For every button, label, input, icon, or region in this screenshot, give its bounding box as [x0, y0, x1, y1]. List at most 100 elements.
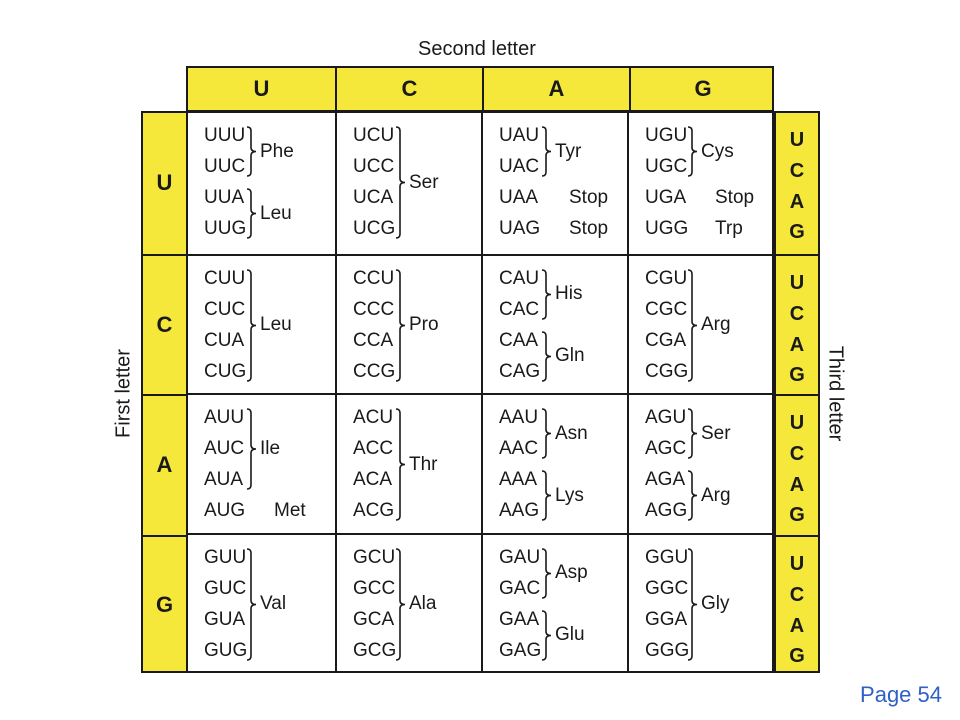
codon: UGA [645, 187, 687, 208]
brace-icon [395, 547, 406, 661]
codon: AUU [204, 407, 245, 428]
amino-acid-label: Leu [260, 314, 292, 335]
brace-icon [687, 268, 698, 382]
codon: GCC [353, 577, 396, 599]
codon: UAA [499, 187, 539, 208]
third-letter: U [789, 412, 805, 434]
codon: AAU [499, 407, 539, 428]
codon: AGG [645, 500, 688, 521]
amino-acid-label: Met [274, 500, 306, 521]
third-letter: G [789, 504, 805, 526]
third-letter: G [789, 221, 805, 243]
codon: UUG [204, 218, 247, 239]
brace-icon [246, 408, 257, 490]
brace-icon [395, 408, 406, 521]
codon: AGU [645, 407, 687, 428]
first-letter-title: First letter [112, 349, 135, 438]
codon: UGC [645, 156, 688, 177]
amino-acid-label: His [555, 283, 583, 304]
codon: UCG [353, 218, 396, 239]
codon: CAG [499, 360, 541, 382]
second-letter-a: A [482, 68, 629, 110]
amino-acid-label: Tyr [555, 140, 582, 162]
codon: AGC [645, 438, 687, 459]
codon: AGA [645, 469, 686, 490]
brace-icon [541, 330, 552, 382]
amino-acid-label: Trp [715, 218, 743, 239]
codon: GCU [353, 546, 396, 568]
third-letter-title: Third letter [824, 345, 847, 442]
codon: GAA [499, 608, 540, 630]
amino-acid-label: Asn [555, 422, 588, 444]
amino-acid-label: Arg [701, 484, 731, 506]
codon: UUA [204, 187, 245, 208]
codon: GUG [204, 639, 248, 661]
codon: UCU [353, 125, 395, 146]
second-letter-g: G [629, 68, 775, 110]
page-number: Page 54 [860, 682, 942, 707]
codon: UAC [499, 156, 540, 177]
codon: CAU [499, 267, 540, 289]
codon: CAC [499, 298, 540, 320]
amino-acid-label: Ile [260, 438, 281, 459]
codon: ACU [353, 407, 394, 428]
first-letter-a: A [143, 394, 186, 535]
first-letter-column: U C A G [141, 111, 188, 673]
codon: GAG [499, 639, 542, 661]
amino-acid-label: Arg [701, 314, 731, 335]
codon: GUC [204, 577, 247, 599]
amino-acid-label: Lys [555, 484, 584, 506]
codon: GGC [645, 577, 689, 599]
amino-acid-label: Glu [555, 624, 585, 645]
codon: GCA [353, 608, 395, 630]
codon: CUC [204, 298, 246, 320]
first-letter-u: U [156, 170, 173, 196]
codon: CCC [353, 298, 395, 320]
codon: AUG [204, 500, 246, 521]
amino-acid-label: Pro [409, 314, 439, 335]
amino-acid-label: Ser [409, 171, 439, 193]
codon: GAU [499, 546, 541, 568]
brace-icon [541, 268, 552, 320]
third-letter: C [789, 302, 805, 325]
codon: CUG [204, 360, 247, 382]
codon: CGC [645, 298, 688, 320]
codon: GGA [645, 608, 688, 630]
codon: GAC [499, 577, 541, 599]
codon: UAU [499, 125, 540, 146]
codon: CUU [204, 267, 246, 289]
amino-acid-label: Stop [569, 187, 609, 208]
amino-acid-label: Asp [555, 562, 588, 583]
codon: GGU [645, 546, 689, 568]
amino-acid-label: Thr [409, 453, 438, 475]
codon: UGG [645, 218, 689, 239]
second-letter-c: C [335, 68, 482, 110]
codon: AAA [499, 469, 538, 490]
brace-icon [541, 547, 552, 599]
codon: CGU [645, 267, 688, 289]
codon: UGU [645, 125, 688, 146]
brace-icon [395, 268, 406, 382]
amino-acid-label: Leu [260, 202, 292, 224]
third-letter: G [789, 644, 805, 667]
third-letter: A [789, 333, 805, 356]
codon: UCC [353, 156, 395, 177]
brace-icon [541, 609, 552, 661]
brace-icon [246, 188, 257, 239]
